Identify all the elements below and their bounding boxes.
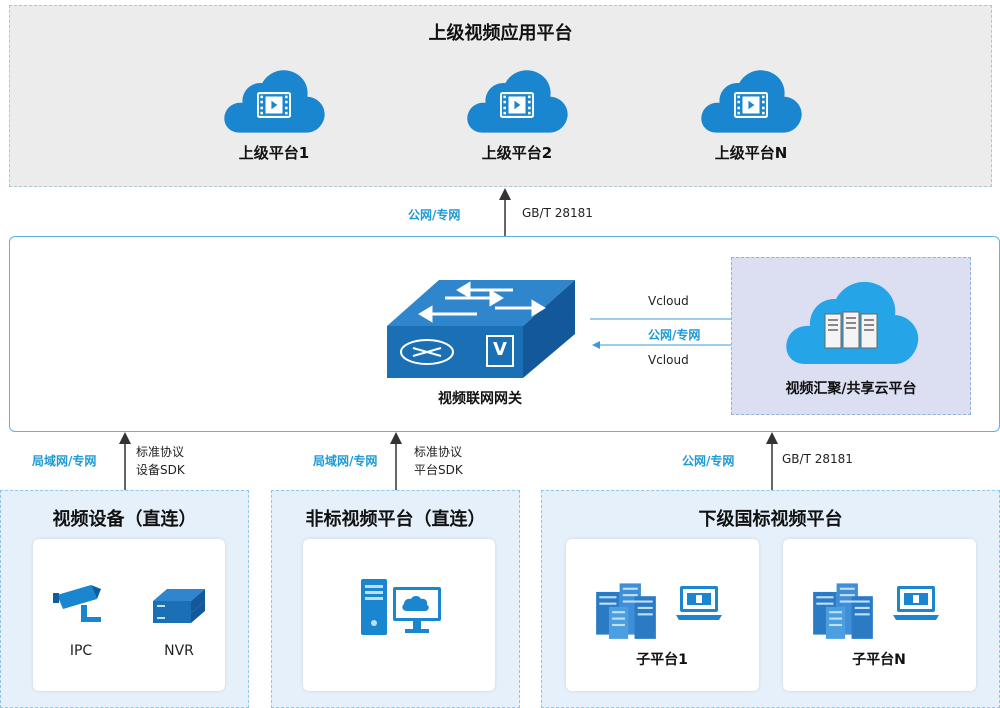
sub-platform-1-server-icon	[594, 577, 658, 641]
vcloud-network-label: 公网/专网	[648, 328, 701, 342]
vcloud-lower-label: Vcloud	[648, 353, 689, 367]
arrow-devices-up	[119, 432, 131, 490]
gateway-v-badge: V	[493, 339, 507, 360]
video-devices-title: 视频设备（直连）	[52, 509, 197, 530]
arrow-lower-platform-up	[766, 432, 778, 490]
vcloud-upper-label: Vcloud	[648, 294, 689, 308]
upper-platform-1-label: 上级平台1	[238, 144, 310, 162]
computer-cloud-icon	[359, 577, 443, 637]
sub-platform-1-laptop-icon	[674, 583, 724, 623]
video-devices-card: IPC NVR	[33, 539, 225, 691]
nonstandard-platform-card	[303, 539, 495, 691]
lower-national-platform-panel: 下级国标视频平台 子平台1 子平台N	[541, 490, 1000, 708]
gateway-switch-icon	[383, 278, 579, 382]
upper-platform-1-cloud-icon	[219, 66, 329, 138]
sub-platform-1-card: 子平台1	[566, 539, 759, 691]
ipc-camera-icon	[51, 583, 105, 627]
devices-link-network-label: 局域网/专网	[32, 454, 97, 468]
cloud-servers-icon	[781, 276, 923, 368]
video-devices-panel: 视频设备（直连） IPC NVR	[0, 490, 249, 708]
ipc-label: IPC	[69, 643, 93, 659]
upper-platform-2-cloud-icon	[462, 66, 572, 138]
sub-platform-n-laptop-icon	[891, 583, 941, 623]
upper-platform-n-label: 上级平台N	[714, 144, 788, 162]
upper-platform-2-label: 上级平台2	[481, 144, 553, 162]
sub-platform-n-server-icon	[811, 577, 875, 641]
upward-arrow-to-upper	[499, 188, 511, 236]
arrow-nonstandard-up	[390, 432, 402, 490]
nonstandard-platform-title: 非标视频平台（直连）	[305, 509, 486, 530]
upper-platform-n-cloud-icon	[696, 66, 806, 138]
nonstandard-link-protocol-line1: 标准协议	[414, 445, 463, 459]
nonstandard-platform-panel: 非标视频平台（直连）	[271, 490, 520, 708]
lower-link-network-label: 公网/专网	[682, 454, 735, 468]
top-link-network-label: 公网/专网	[408, 208, 461, 222]
lower-link-protocol-label: GB/T 28181	[782, 452, 853, 466]
nonstandard-link-network-label: 局域网/专网	[313, 454, 378, 468]
lower-national-platform-title: 下级国标视频平台	[698, 509, 843, 530]
sub-platform-n-label: 子平台N	[852, 652, 906, 668]
sub-platform-n-card: 子平台N	[783, 539, 976, 691]
sub-platform-1-label: 子平台1	[636, 652, 688, 668]
nvr-label: NVR	[164, 643, 194, 659]
nonstandard-link-protocol-line2: 平台SDK	[414, 463, 463, 477]
devices-link-protocol-line2: 设备SDK	[136, 463, 185, 477]
nvr-recorder-icon	[151, 585, 207, 625]
gateway-label: 视频联网网关	[438, 391, 522, 407]
upper-platform-title: 上级视频应用平台	[428, 23, 573, 44]
devices-link-protocol-line1: 标准协议	[136, 445, 185, 459]
cloud-platform-label: 视频汇聚/共享云平台	[785, 381, 917, 397]
top-link-protocol-label: GB/T 28181	[522, 206, 593, 220]
